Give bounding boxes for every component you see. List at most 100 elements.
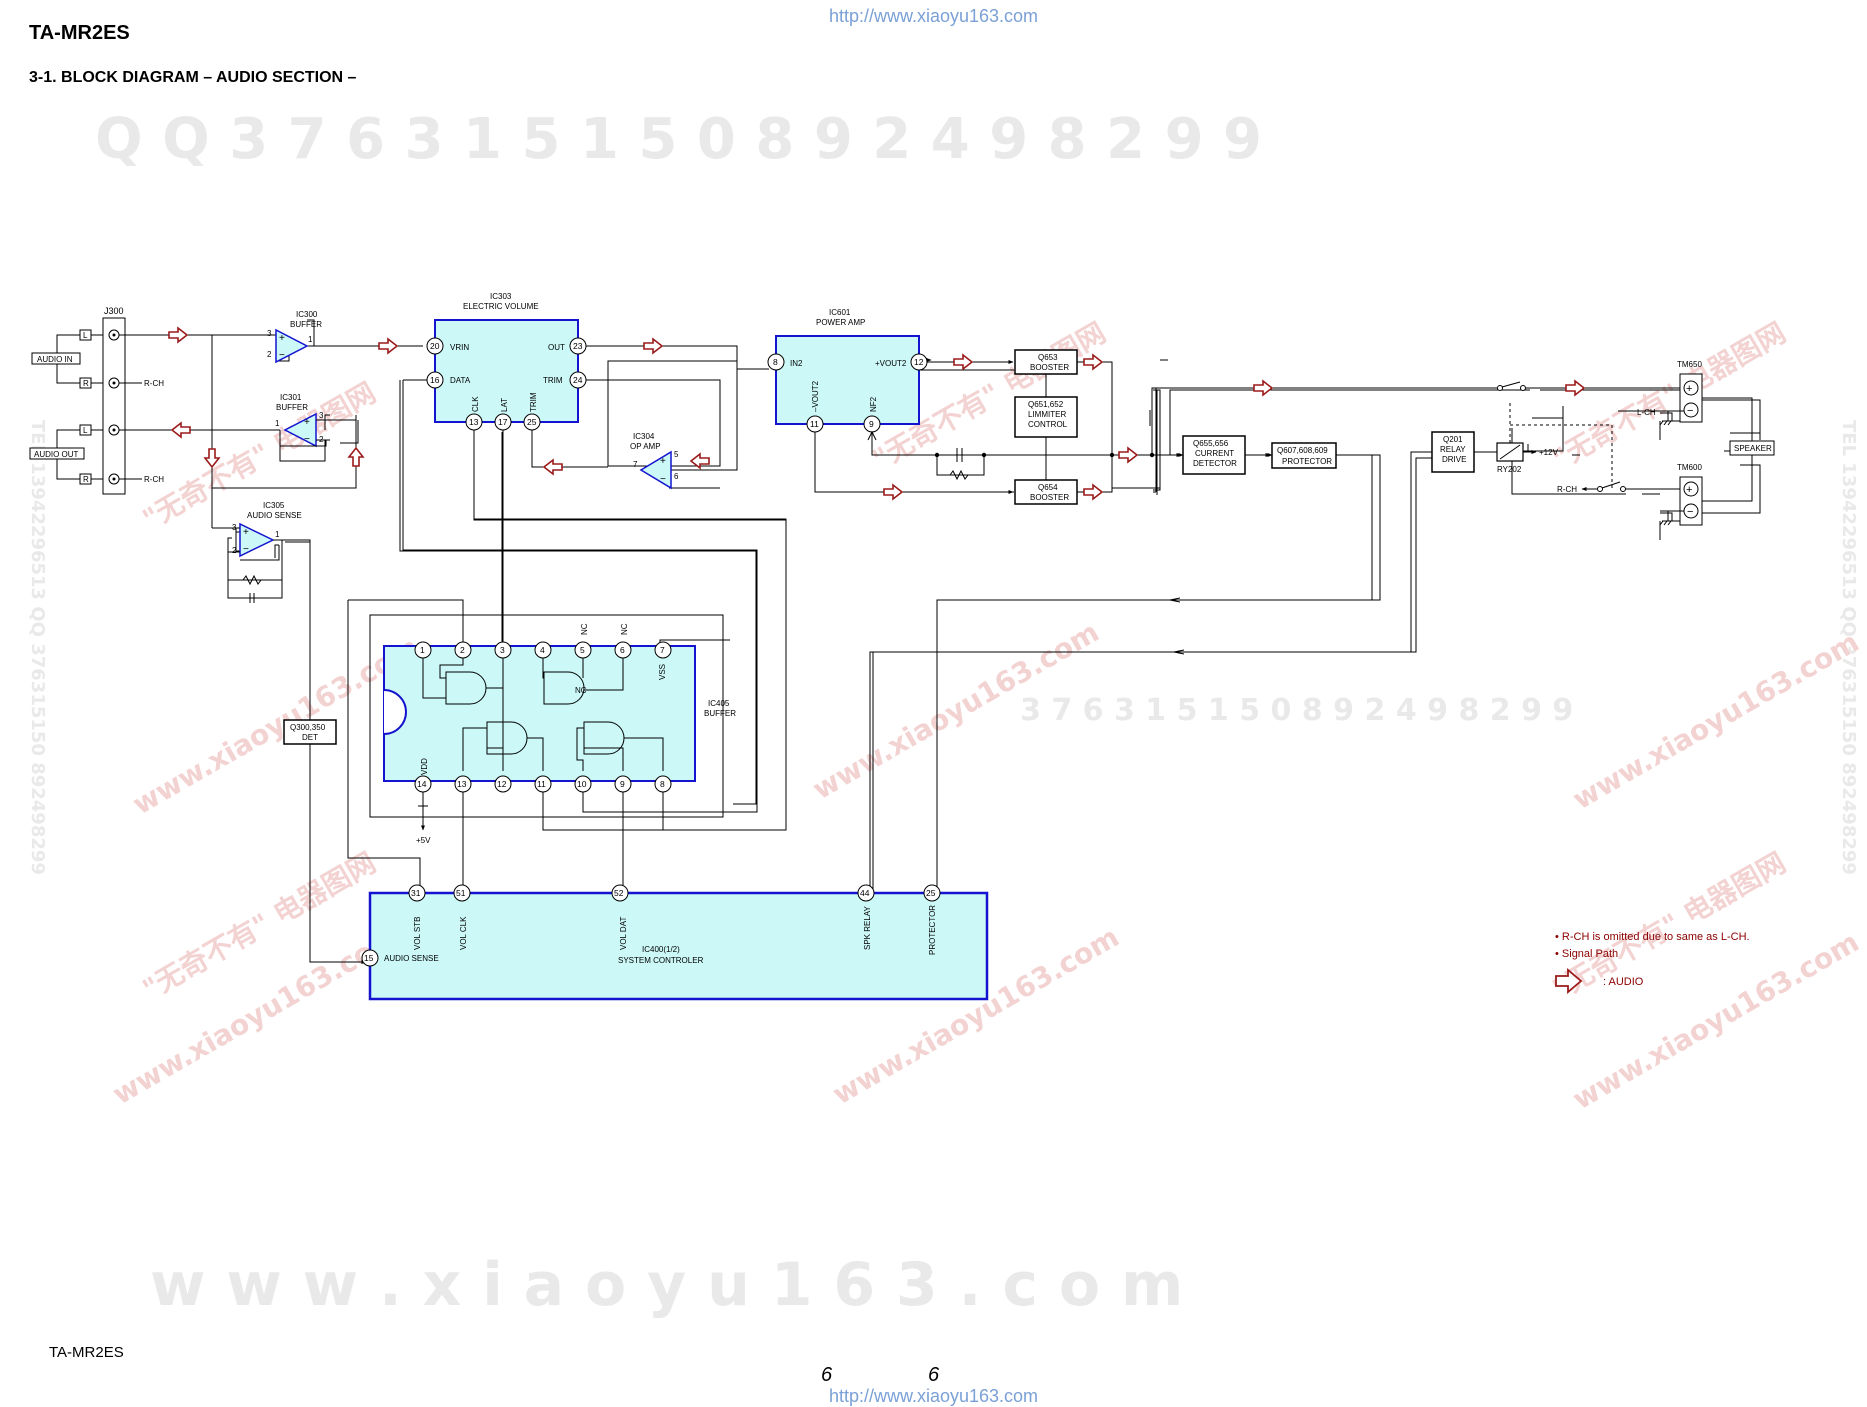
- ic405-plus5v: +5V: [416, 836, 431, 845]
- lch-label: L-CH: [1637, 408, 1656, 417]
- ic304-pin-5: 5: [674, 450, 679, 459]
- ic303-pin-20: 20: [430, 341, 440, 351]
- ic301-name: BUFFER: [276, 403, 308, 412]
- watermark-side-text: TEL 13942296513 QQ 376315150 892498299: [1838, 420, 1859, 875]
- ic405-pin-12: 12: [497, 779, 507, 789]
- rch-out-label: R-CH: [1557, 485, 1577, 494]
- header-url: http://www.xiaoyu163.com: [828, 6, 1039, 26]
- ic303-data: DATA: [450, 376, 471, 385]
- ic400-pin-51: 51: [456, 888, 466, 898]
- ic303-out: OUT: [548, 343, 565, 352]
- q651-line1: Q651,652: [1028, 400, 1064, 409]
- ic405-pin-11: 11: [537, 779, 546, 789]
- q655-line3: DETECTOR: [1193, 459, 1237, 468]
- audio-out-label: AUDIO OUT: [34, 450, 79, 459]
- watermark-diag-site: www.xiaoyu163.com: [127, 630, 425, 821]
- ic601-nf2: NF2: [869, 396, 878, 412]
- q607-line2: PROTECTOR: [1282, 457, 1332, 466]
- ic303-vrin: VRIN: [450, 343, 469, 352]
- note-signal-path: • Signal Path: [1555, 948, 1618, 960]
- ic303-lat: LAT: [500, 398, 509, 412]
- ic300-ref: IC300: [296, 310, 318, 319]
- ic405-pin-6: 6: [620, 645, 625, 655]
- svg-text:−: −: [304, 434, 310, 445]
- ic303-electric-volume: IC303 ELECTRIC VOLUME VRIN DATA OUT TRIM…: [426, 292, 587, 431]
- page-number-right: 6: [928, 1364, 940, 1386]
- ic400-pin-25: 25: [926, 888, 936, 898]
- jack-ref: J300: [104, 306, 124, 316]
- q201-line2: RELAY: [1440, 445, 1466, 454]
- jack-rch-out: R-CH: [144, 475, 164, 484]
- ic301-buffer: IC301 BUFFER +− 3 2 1: [275, 393, 357, 488]
- watermark-mid-numbers: 3 7 6 3 1 5 1 5 0 8 9 2 4 9 8 2 9 9: [1020, 693, 1573, 728]
- ic405-pin-9: 9: [620, 779, 625, 789]
- ic400-pin-52: 52: [614, 888, 624, 898]
- ic405-nc-6: NC: [620, 623, 629, 635]
- page-number-left: 6: [821, 1364, 833, 1386]
- ic400-vol-stb: VOL STB: [413, 917, 422, 951]
- q300-line1: Q300,350: [290, 723, 326, 732]
- ic405-pin-4: 4: [540, 645, 545, 655]
- ic303-ref: IC303: [490, 292, 512, 301]
- speaker-terminals: TM650 + − L-CH TM600 + − SPEAKER: [1637, 360, 1775, 526]
- legend-arrow-icon: [1555, 968, 1583, 994]
- svg-text:−: −: [1687, 405, 1693, 417]
- ic300-name: BUFFER: [290, 320, 322, 329]
- ic400-pin-44: 44: [860, 888, 870, 898]
- ic301-pin-3: 3: [319, 411, 324, 420]
- ic301-pin-1: 1: [275, 419, 280, 428]
- ic405-gate-nc: NC: [575, 686, 587, 695]
- ic300-pin-2: 2: [267, 350, 272, 359]
- ic304-op-amp: IC304 OP AMP +− 5 7 6: [630, 432, 679, 490]
- ic303-pin-17: 17: [498, 417, 508, 427]
- ic601-name: POWER AMP: [816, 318, 865, 327]
- ic400-pin-31: 31: [411, 888, 421, 898]
- ic300-pin-1: 1: [308, 335, 313, 344]
- ic303-pin-25: 25: [527, 417, 537, 427]
- relay-ry202: RY202: [1497, 465, 1522, 474]
- ic305-pin-1: 1: [275, 530, 280, 539]
- svg-text:+: +: [279, 333, 285, 344]
- ic405-vss: VSS: [658, 664, 667, 680]
- ic601-pin-12: 12: [914, 357, 924, 367]
- ic405-pin-8: 8: [660, 779, 665, 789]
- svg-text:−: −: [660, 474, 666, 485]
- ic405-name: BUFFER: [704, 709, 736, 718]
- ic304-ref: IC304: [633, 432, 655, 441]
- ic601-ref: IC601: [829, 308, 851, 317]
- note-rch-omitted: • R-CH is omitted due to same as L-CH.: [1555, 931, 1750, 943]
- ic305-ref: IC305: [263, 501, 285, 510]
- ic400-ref: IC400(1/2): [642, 945, 680, 954]
- q655-line1: Q655,656: [1193, 439, 1229, 448]
- ic304-pin-6: 6: [674, 472, 679, 481]
- ic405-pin-10: 10: [577, 779, 587, 789]
- watermark-bottom-site: w w w . x i a o y u 1 6 3 . c o m: [150, 1250, 1183, 1320]
- ic304-pin-7: 7: [633, 460, 638, 469]
- q651-line2: LIMMITER: [1028, 410, 1066, 419]
- ic300-pin-3: 3: [267, 329, 272, 338]
- ic400-protector: PROTECTOR: [928, 905, 937, 955]
- ic303-pin-24: 24: [573, 375, 583, 385]
- tm650-label: TM650: [1677, 360, 1702, 369]
- jack-l-out: L: [83, 426, 88, 435]
- svg-text:−: −: [1687, 506, 1693, 518]
- ic303-pin-23: 23: [573, 341, 583, 351]
- svg-text:+: +: [304, 417, 310, 428]
- watermark-side-text-left: TEL 13942296513 QQ 376315150 892498299: [27, 420, 48, 875]
- q607-line1: Q607,608,609: [1277, 446, 1328, 455]
- q651-line3: CONTROL: [1028, 420, 1068, 429]
- ic300-buffer: IC300 BUFFER +− 3 2 1: [267, 310, 322, 364]
- jack-rch-in: R-CH: [144, 379, 164, 388]
- ic303-clk: CLK: [471, 396, 480, 412]
- ic405-ref: IC405: [708, 699, 730, 708]
- ic400-vol-dat: VOL DAT: [619, 917, 628, 950]
- q300-line2: DET: [302, 733, 318, 742]
- ic405-pin-13: 13: [457, 779, 467, 789]
- ic303-pin-13: 13: [469, 417, 479, 427]
- ic405-vdd: VDD: [420, 758, 429, 775]
- ic405-pin-5: 5: [580, 645, 585, 655]
- q653-line1: Q653: [1038, 353, 1058, 362]
- ic303-trim2: TRIM: [529, 392, 538, 412]
- ic405-pin-3: 3: [500, 645, 505, 655]
